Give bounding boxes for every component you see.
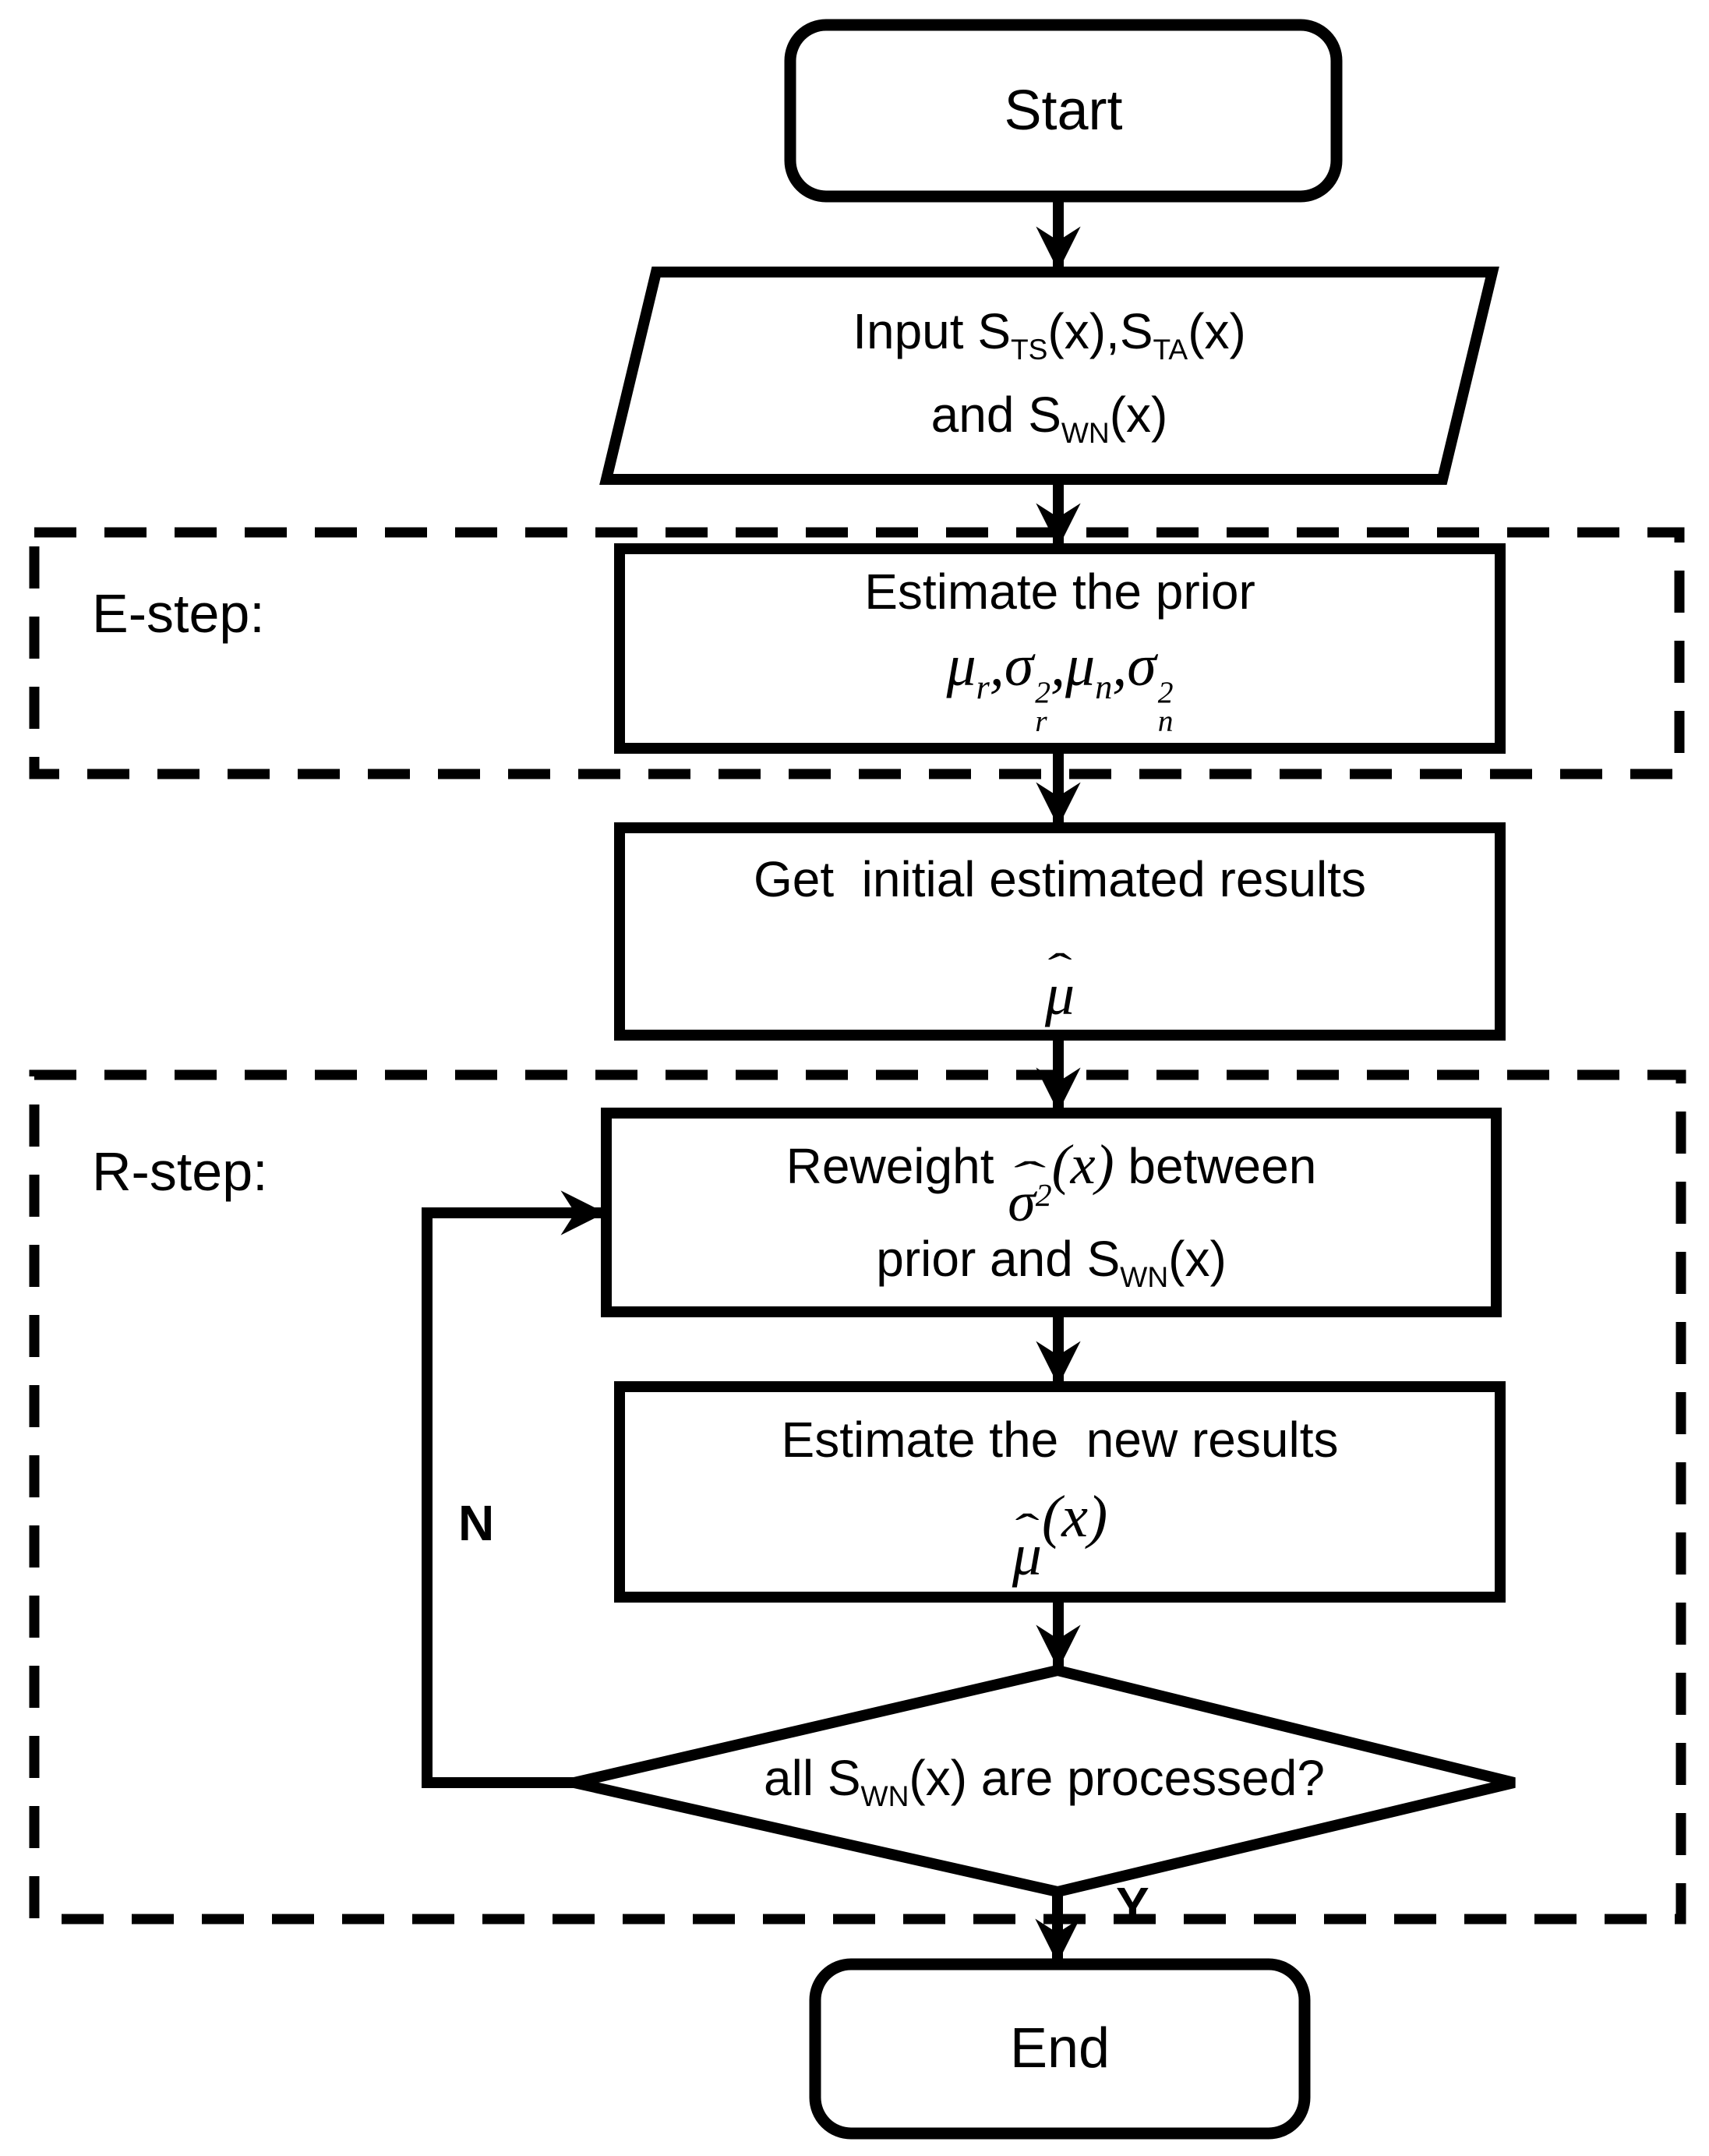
initial-process-shape	[614, 822, 1506, 1041]
input-parallelogram-shape	[599, 267, 1499, 485]
end-text: End	[1009, 2017, 1110, 2080]
input-line2: and SWN(x)	[930, 387, 1168, 450]
decision-node-label: all SWN(x) are processed?	[574, 1670, 1514, 1892]
start-node-label: Start	[790, 25, 1336, 196]
start-node-shape	[784, 19, 1343, 203]
initial-line1: Get initial estimated results	[753, 851, 1367, 908]
rstep-group-label: R-step:	[92, 1141, 268, 1202]
rstep-dashed-box	[29, 1069, 1686, 1924]
arrow-decision-loop-no	[422, 1190, 606, 1788]
newresults-process-shape	[614, 1381, 1506, 1603]
branch-yes-label: Y	[1116, 1877, 1149, 1933]
input-line1: Input STS(x),STA(x)	[853, 303, 1246, 366]
prior-process-shape	[614, 543, 1506, 754]
reweight-process-shape	[601, 1108, 1502, 1317]
reweight-line2: prior and SWN(x)	[876, 1230, 1227, 1293]
estep-group-label: E-step:	[92, 583, 265, 644]
decision-question: all SWN(x) are processed?	[764, 1749, 1325, 1812]
subscript-ta: TA	[1153, 333, 1188, 366]
newresults-line1: Estimate the new results	[781, 1412, 1339, 1469]
branch-no-label: N	[458, 1495, 495, 1551]
subscript-wn3: WN	[860, 1779, 909, 1812]
end-node-label: End	[815, 1964, 1305, 2133]
subscript-wn2: WN	[1120, 1260, 1169, 1293]
start-text: Start	[1004, 79, 1123, 142]
subscript-wn: WN	[1061, 416, 1110, 450]
end-node-shape	[809, 1958, 1311, 2140]
estep-dashed-box	[29, 527, 1685, 779]
decision-diamond-shape	[573, 1664, 1516, 1898]
subscript-ts: TS	[1011, 333, 1048, 366]
prior-line1: Estimate the prior	[864, 564, 1255, 620]
input-node-label: Input STS(x),STA(x) and SWN(x)	[631, 277, 1467, 476]
